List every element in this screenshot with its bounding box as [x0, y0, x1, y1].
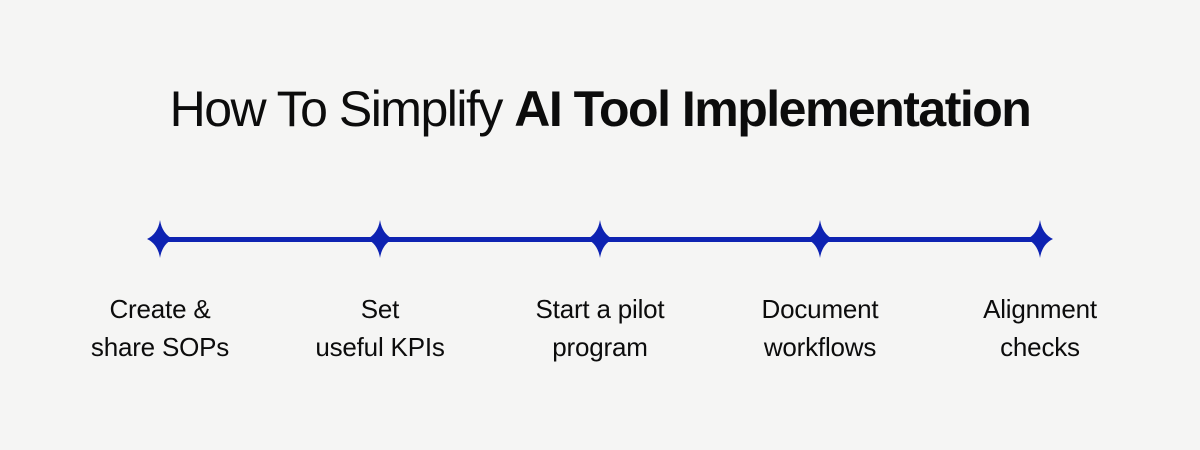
title-regular-part: How To Simplify [169, 81, 515, 137]
step-label-set-useful-kpis: Set useful KPIs [315, 294, 445, 362]
sparkle-star-icon [367, 220, 393, 258]
title-bold-part: AI Tool Implementation [514, 81, 1032, 137]
step-label-alignment-checks: Alignment checks [983, 294, 1097, 362]
sparkle-star-icon [147, 220, 173, 258]
timeline [0, 217, 1200, 261]
sparkle-star-icon [807, 220, 833, 258]
step-labels-row: Create & share SOPs Set useful KPIs Star… [0, 291, 1200, 381]
step-label-create-share-sops: Create & share SOPs [90, 294, 230, 362]
step-label-start-pilot-program: Start a pilot program [535, 294, 665, 362]
sparkle-star-icon [587, 220, 613, 258]
sparkle-star-icon [1027, 220, 1053, 258]
page-title: How To Simplify AI Tool Implementation [0, 80, 1200, 138]
step-label-document-workflows: Document workflows [761, 294, 879, 362]
